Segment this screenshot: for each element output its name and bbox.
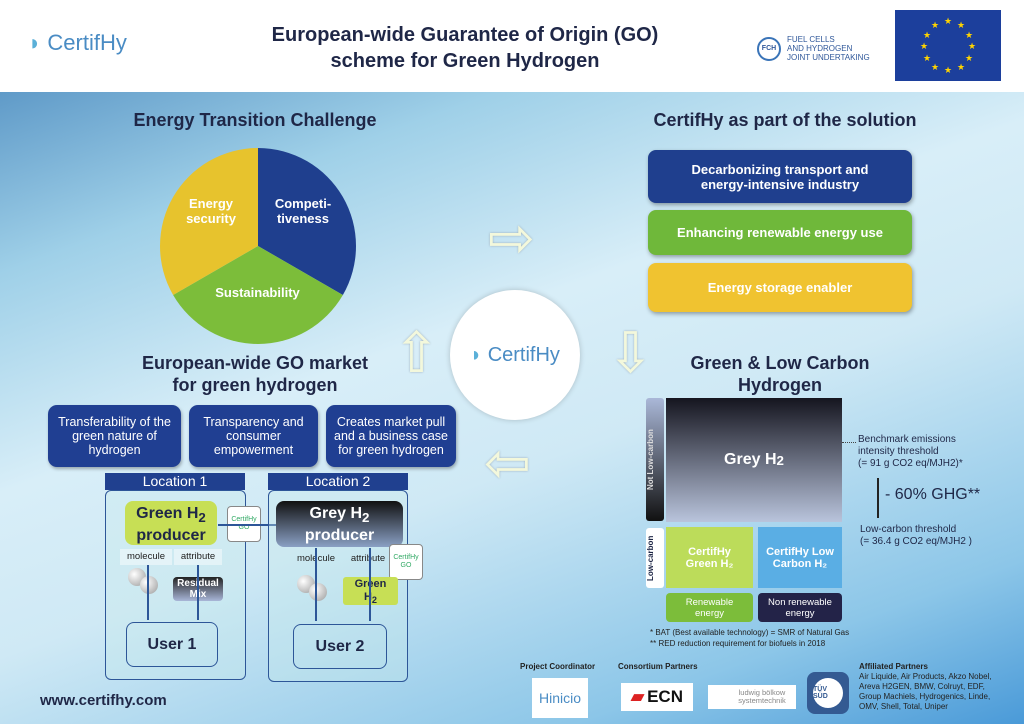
attribute-label: attribute [174, 549, 222, 565]
attribute-label: attribute [350, 553, 386, 564]
green-h: H [363, 591, 372, 603]
title-line-2: scheme for Green Hydrogen [330, 50, 600, 72]
flow-arrow [197, 565, 199, 620]
non-renewable-energy: Non renewable energy [758, 593, 842, 622]
center-logo: ◗ CertifHy [450, 290, 580, 420]
lbst-logo: ludwig bölkow systemtechnik [708, 685, 796, 709]
fch-seal: FCH [757, 36, 781, 61]
arrow-up-icon: ⇧ [393, 321, 440, 384]
benefit-transferability: Transferability of the green nature of h… [48, 405, 181, 467]
solution-title: CertifHy as part of the solution [653, 110, 917, 130]
pie-slice-competitiveness [258, 148, 356, 295]
fch-line: JOINT UNDERTAKING [787, 53, 870, 62]
arrow-left-icon: ⇦ [484, 431, 531, 494]
consortium-label: Consortium Partners [618, 662, 698, 671]
pie-label-sustainability: Sustainability [215, 285, 300, 300]
location-1-header: Location 1 [105, 473, 245, 490]
lowcarbon-title-line: Hydrogen [737, 375, 822, 395]
producer-label: producer [304, 527, 375, 545]
grey-label: Grey H [724, 451, 777, 468]
header: ◗ CertifHy European-wide Guarantee of Or… [0, 0, 1024, 92]
fch-line: FUEL CELLS [787, 35, 835, 44]
pie-slice-energy-security [160, 148, 258, 295]
market-title-line: for green hydrogen [172, 375, 338, 395]
coordinator-label: Project Coordinator [520, 662, 596, 671]
location-2-header: Location 2 [268, 473, 408, 490]
benefit-market-pull: Creates market pull and a business case … [326, 405, 456, 467]
transfer-arrow [218, 524, 276, 526]
molecule-label: molecule [120, 549, 172, 565]
logo-text: CertifHy [47, 30, 127, 55]
fch-line: AND HYDROGEN [787, 44, 853, 53]
tuv-logo: TÜV SÜD [807, 672, 849, 714]
footnote: * BAT (Best available technology) = SMR … [650, 628, 850, 637]
title-line-1: European-wide Guarantee of Origin (GO) [271, 24, 659, 46]
reduction-label: - 60% GHG** [885, 486, 981, 503]
not-low-carbon-label: Not Low-carbon [646, 398, 664, 521]
producer-label: producer [136, 527, 206, 545]
reduction-arrow [877, 478, 879, 518]
molecule-icon [128, 568, 158, 594]
flow-arrow [147, 565, 149, 620]
flow-arrow [369, 548, 371, 621]
molecule-icon [297, 575, 327, 601]
eu-flag-icon: ★★★★★★★★★★★★ [895, 10, 1001, 81]
challenge-pie [160, 148, 356, 344]
pie-slice-sustainability [173, 246, 343, 344]
producer-sub: 2 [198, 510, 206, 526]
threshold-line: (= 36.4 g CO2 eq/MJH2 ) [860, 536, 972, 547]
ecn-logo: ▰ECN [621, 683, 693, 711]
benchmark-line: (= 91 g CO2 eq/MJH2)* [858, 458, 963, 469]
challenge-title: Energy Transition Challenge [133, 110, 377, 130]
certifhy-logo: ◗ CertifHy [28, 30, 127, 55]
user-1: User 1 [126, 622, 218, 667]
footnotes: * BAT (Best available technology) = SMR … [650, 627, 849, 649]
center-logo-text: CertifHy [487, 343, 560, 366]
page-title: European-wide Guarantee of Origin (GO) sc… [250, 22, 680, 74]
go-certificate-icon: CertifHy GO [389, 544, 423, 580]
website-link[interactable]: www.certifhy.com [40, 692, 167, 709]
producer-label: Green H [136, 505, 199, 522]
low-carbon-label: Low-carbon [646, 528, 664, 588]
footnote: ** RED reduction requirement for biofuel… [650, 639, 826, 648]
grey-sub: 2 [776, 452, 784, 468]
benchmark-leader [842, 442, 856, 443]
hinicio-logo: Hinicio [532, 678, 588, 718]
pie-label-competitiveness: Competi-tiveness [274, 196, 332, 226]
benchmark-line: intensity threshold [858, 446, 939, 457]
threshold-text: Low-carbon threshold(= 36.4 g CO2 eq/MJH… [860, 524, 972, 548]
solution-item-decarbonizing: Decarbonizing transport and energy-inten… [648, 150, 912, 203]
certifhy-green-block: CertifHy Green H₂ [666, 527, 753, 588]
pie-label-energy-security: Energy security [186, 196, 236, 226]
lowcarbon-title-line: Green & Low Carbon [690, 353, 870, 373]
threshold-line: Low-carbon threshold [860, 524, 957, 535]
affiliated-label: Affiliated Partners [859, 662, 928, 671]
affiliated-list: Air Liquide, Air Products, Akzo Nobel, A… [859, 672, 992, 711]
user-2: User 2 [293, 624, 387, 669]
renewable-energy: Renewable energy [666, 593, 753, 622]
tuv-text: TÜV SÜD [813, 678, 843, 708]
market-title-line: European-wide GO market [141, 353, 369, 373]
certifhy-low-carbon-block: CertifHy Low Carbon H₂ [758, 527, 842, 588]
ecn-text: ECN [647, 687, 683, 706]
producer-sub: 2 [362, 510, 370, 526]
flow-arrow [315, 548, 317, 621]
benchmark-line: Benchmark emissions [858, 434, 956, 445]
green-sub: 2 [371, 595, 378, 606]
arrow-down-icon: ⇩ [607, 321, 654, 384]
solution-item-storage: Energy storage enabler [648, 263, 912, 312]
producer-label: Grey H [309, 505, 363, 522]
benefit-transparency: Transparency and consumer empowerment [189, 405, 318, 467]
arrow-right-icon: ⇨ [488, 206, 535, 269]
solution-item-renewable: Enhancing renewable energy use [648, 210, 912, 255]
